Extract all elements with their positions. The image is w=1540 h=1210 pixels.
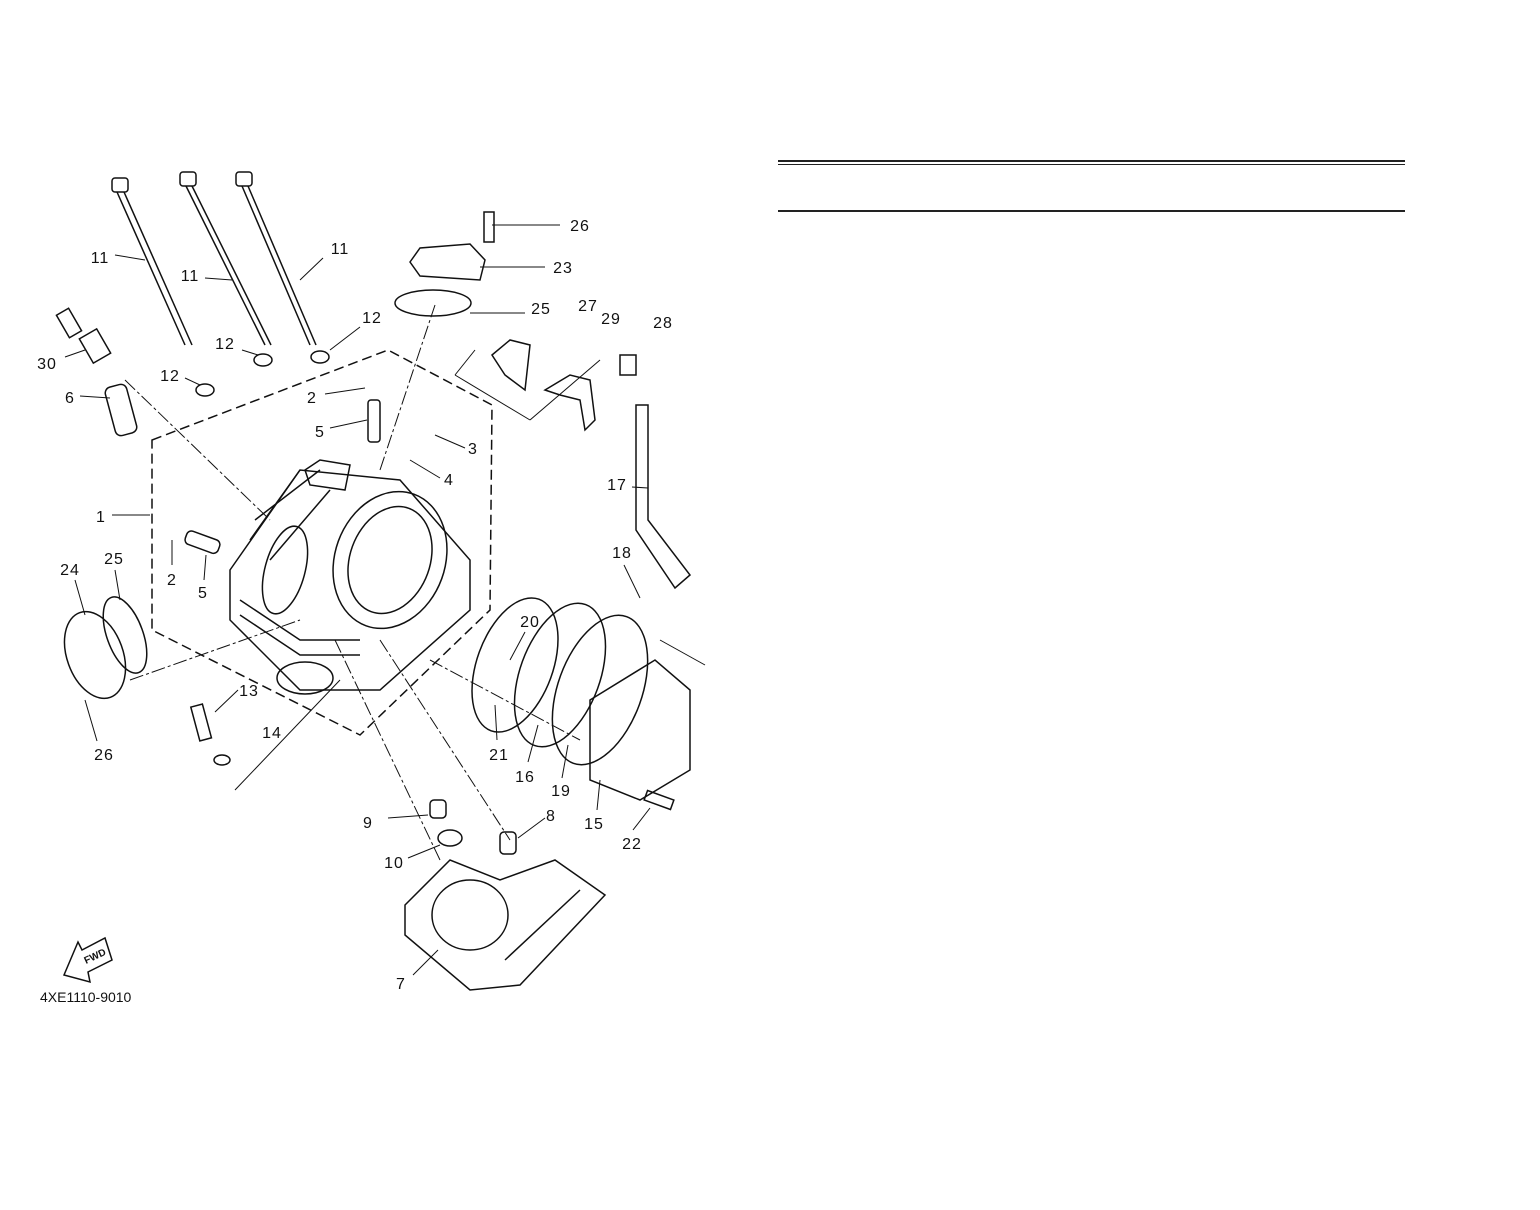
callout-30: 30 bbox=[37, 356, 57, 373]
callout-16: 16 bbox=[515, 769, 535, 786]
callout-7: 7 bbox=[396, 976, 406, 993]
callout-8: 8 bbox=[546, 808, 556, 825]
part-code: 4XE1110-9010 bbox=[40, 989, 132, 1005]
callout-29: 29 bbox=[601, 311, 621, 328]
callout-25: 25 bbox=[531, 301, 551, 318]
callout-5: 5 bbox=[198, 585, 208, 602]
cylinder-gasket-7 bbox=[404, 859, 607, 991]
callout-18: 18 bbox=[612, 545, 632, 562]
plate-16 bbox=[513, 602, 607, 748]
fwd-arrow-icon: FWD bbox=[62, 936, 113, 984]
o-ring-19 bbox=[551, 614, 649, 766]
callout-26: 26 bbox=[570, 218, 590, 235]
callout-14: 14 bbox=[262, 725, 282, 742]
stud-6 bbox=[104, 383, 138, 437]
centerlines bbox=[124, 304, 581, 861]
o-ring-25 bbox=[394, 289, 472, 317]
callout-11: 11 bbox=[91, 250, 110, 267]
callout-2: 2 bbox=[307, 390, 317, 407]
hose-17 bbox=[635, 404, 692, 590]
callout-3: 3 bbox=[468, 441, 478, 458]
callout-23: 23 bbox=[553, 260, 573, 277]
callout-26: 26 bbox=[94, 747, 114, 764]
washer-12c bbox=[310, 350, 330, 364]
gasket-21 bbox=[471, 597, 559, 733]
callout-13: 13 bbox=[239, 683, 259, 700]
callout-5: 5 bbox=[315, 424, 325, 441]
callout-19: 19 bbox=[551, 783, 571, 800]
callout-20: 20 bbox=[520, 614, 540, 631]
callout-2: 2 bbox=[167, 572, 177, 589]
callout-11: 11 bbox=[181, 268, 200, 285]
callout-22: 22 bbox=[622, 836, 642, 853]
washer-12a bbox=[195, 383, 215, 397]
bolt-22 bbox=[643, 789, 675, 811]
callout-12: 12 bbox=[362, 310, 382, 327]
dowel-8 bbox=[499, 831, 517, 855]
callout-1: 1 bbox=[96, 509, 106, 526]
bracket-29 bbox=[543, 374, 596, 432]
washer-12b bbox=[253, 353, 273, 367]
leader-lines bbox=[64, 224, 706, 976]
head-bolts bbox=[111, 171, 317, 346]
cover-15 bbox=[589, 659, 691, 801]
callout-15: 15 bbox=[584, 816, 604, 833]
dowel-9 bbox=[429, 799, 447, 819]
callout-24: 24 bbox=[60, 562, 80, 579]
callout-11: 11 bbox=[331, 241, 350, 258]
callout-21: 21 bbox=[489, 747, 509, 764]
washer-14 bbox=[213, 754, 231, 766]
callout-17: 17 bbox=[607, 477, 627, 494]
bolt-28 bbox=[619, 354, 637, 376]
cover-24 bbox=[63, 596, 148, 700]
bracket-27 bbox=[491, 339, 531, 392]
header-double-rule-top bbox=[778, 160, 1405, 162]
cylinder-head bbox=[229, 459, 471, 695]
callout-4: 4 bbox=[444, 472, 454, 489]
header-rule bbox=[778, 210, 1405, 212]
callout-9: 9 bbox=[363, 815, 373, 832]
valve-guide-5 bbox=[367, 399, 381, 443]
callout-12: 12 bbox=[215, 336, 235, 353]
assembly-boundary bbox=[151, 349, 493, 736]
bolt-13 bbox=[189, 703, 213, 742]
callout-27: 27 bbox=[578, 298, 598, 315]
cap-23 bbox=[394, 211, 495, 317]
callout-10: 10 bbox=[384, 855, 404, 872]
callout-28: 28 bbox=[653, 315, 673, 332]
callout-25: 25 bbox=[104, 551, 124, 568]
seal-10 bbox=[437, 829, 463, 847]
callout-12: 12 bbox=[160, 368, 180, 385]
header-double-rule-bottom bbox=[778, 164, 1405, 165]
spark-plug bbox=[55, 307, 112, 365]
callout-6: 6 bbox=[65, 390, 75, 407]
valve-guide-5b bbox=[184, 530, 221, 555]
